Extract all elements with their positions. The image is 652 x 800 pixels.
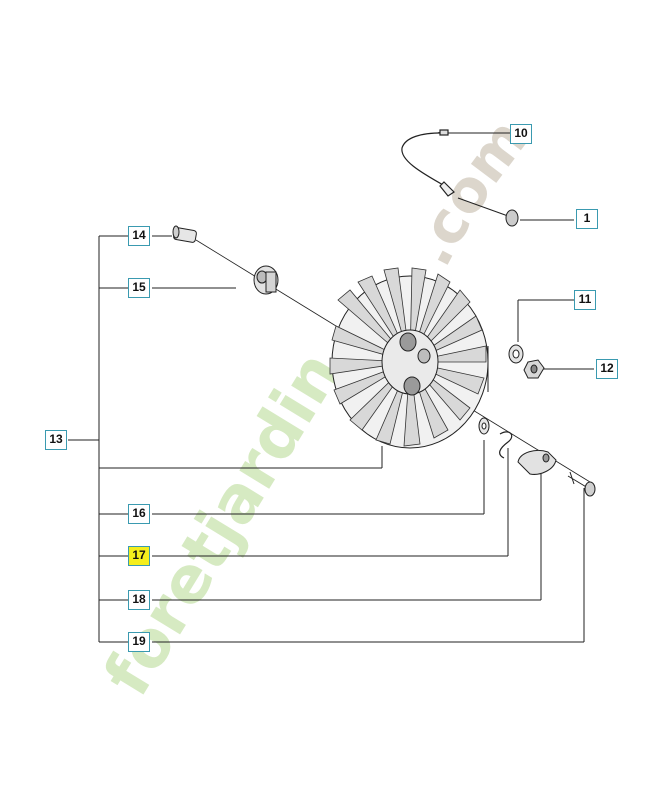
part-flywheel [329,267,489,449]
part-screw [457,197,519,227]
part-small-washer [478,417,490,435]
part-pin [172,225,197,243]
callout-10[interactable]: 10 [510,124,532,144]
callout-15[interactable]: 15 [128,278,150,298]
callout-17-selected[interactable]: 17 [128,546,150,566]
callout-16[interactable]: 16 [128,504,150,524]
callout-13[interactable]: 13 [45,430,67,450]
part-cable [401,129,455,197]
callout-18[interactable]: 18 [128,590,150,610]
part-bushing [253,265,279,295]
callout-12[interactable]: 12 [596,359,618,379]
callout-19[interactable]: 19 [128,632,150,652]
part-spring [499,431,513,459]
part-pawl [517,449,557,475]
callout-14[interactable]: 14 [128,226,150,246]
callout-1[interactable]: 1 [576,209,598,229]
part-shoulder-screw [567,471,596,497]
part-washer [508,344,524,364]
callout-11[interactable]: 11 [574,290,596,310]
part-nut [523,359,545,379]
